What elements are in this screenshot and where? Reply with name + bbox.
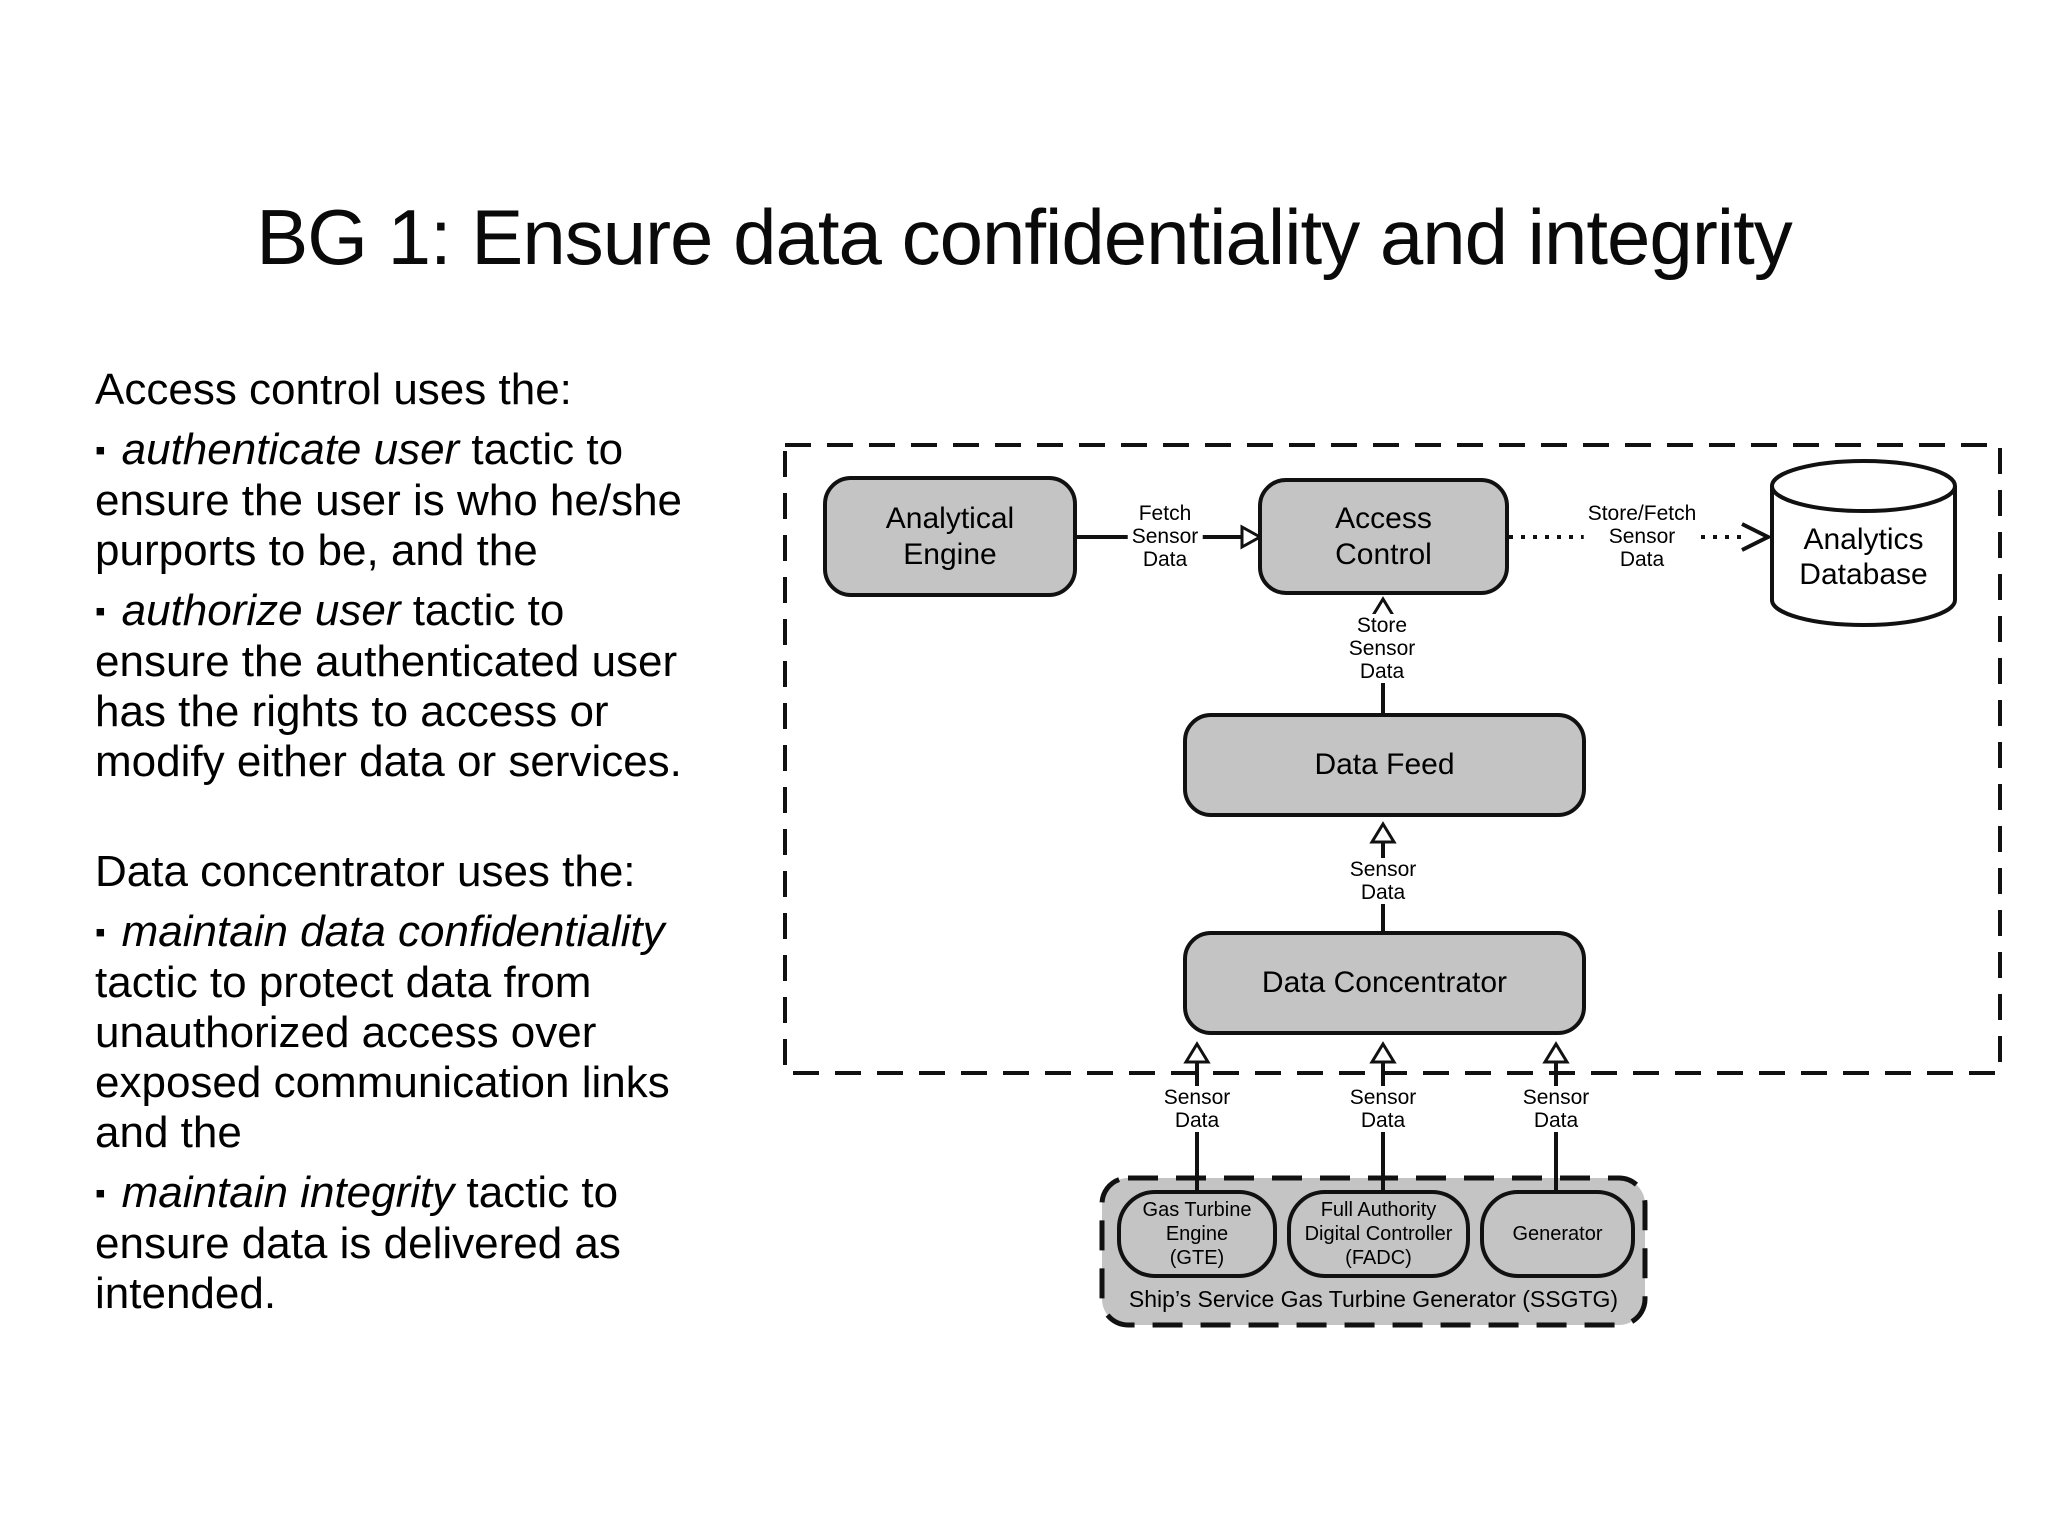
body-text-run: exposed communication links <box>95 1058 670 1107</box>
node-data-concentrator: Data Concentrator <box>1183 931 1586 1035</box>
body-text-line: has the rights to access or <box>95 687 795 737</box>
body-text-run: intended. <box>95 1269 277 1318</box>
edge-sensor-center-arrowhead <box>1369 1041 1397 1064</box>
body-text-line: Data concentrator uses the: <box>95 847 795 897</box>
body-text-run: unauthorized access over <box>95 1008 597 1057</box>
ssgtg-caption: Ship’s Service Gas Turbine Generator (SS… <box>1128 1286 1619 1312</box>
body-text-line: intended. <box>95 1269 795 1319</box>
bullet-square-icon: ▪ <box>95 1177 106 1210</box>
body-text-line: exposed communication links <box>95 1058 795 1108</box>
edge-label-sensor-data-center: Sensor Data <box>1345 1086 1421 1132</box>
body-text-block: Access control uses the: ▪ authenticate us… <box>95 365 795 1319</box>
edge-fetch-arrowhead <box>1240 524 1264 550</box>
bullet-square-icon: ▪ <box>95 595 106 628</box>
body-paragraph: Data concentrator uses the: <box>95 847 795 897</box>
body-text-run: Data concentrator uses the: <box>95 847 636 896</box>
edge-sensor-right-arrowhead <box>1542 1041 1570 1064</box>
body-text-line: modify either data or services. <box>95 737 795 787</box>
body-text-run: tactic to <box>454 1168 619 1217</box>
body-text-run: has the rights to access or <box>95 687 609 736</box>
body-text-line: ▪ maintain data confidentiality <box>95 907 795 958</box>
body-text-line: unauthorized access over <box>95 1008 795 1058</box>
body-text-run: Access control uses the: <box>95 365 572 414</box>
edge-label-sensor-data-right: Sensor Data <box>1518 1086 1594 1132</box>
tactic-name-italic: maintain data confidentiality <box>121 907 665 956</box>
edge-label-fetch-sensor-data: Fetch Sensor Data <box>1127 502 1203 571</box>
body-text-line: ensure the user is who he/she <box>95 476 795 526</box>
node-fadc: Full Authority Digital Controller (FADC) <box>1287 1190 1470 1278</box>
node-analytical-engine: Analytical Engine <box>823 476 1077 597</box>
node-gas-turbine-engine: Gas Turbine Engine (GTE) <box>1117 1190 1277 1278</box>
edge-label-store-sensor-data: Store Sensor Data <box>1344 614 1420 683</box>
database-cylinder-icon <box>1770 459 1957 627</box>
tactic-name-italic: maintain integrity <box>121 1168 455 1217</box>
edge-label-sensor-data-left: Sensor Data <box>1159 1086 1235 1132</box>
edge-sensor-left-arrowhead <box>1183 1041 1211 1064</box>
body-text-line: and the <box>95 1108 795 1158</box>
bullet-square-icon: ▪ <box>95 916 106 949</box>
edge-store-fetch-arrowhead <box>1741 522 1773 552</box>
node-analytics-database-label: Analytics Database <box>1799 523 1928 591</box>
body-text-line: purports to be, and the <box>95 526 795 576</box>
body-text-run: tactic to <box>459 425 624 474</box>
body-text-run: ensure the user is who he/she <box>95 476 683 525</box>
body-text-run: tactic to protect data from <box>95 958 592 1007</box>
body-text-line: tactic to protect data from <box>95 958 795 1008</box>
body-text-line: ensure the authenticated user <box>95 637 795 687</box>
body-text-line: ▪ authorize user tactic to <box>95 586 795 637</box>
node-generator: Generator <box>1480 1190 1635 1278</box>
tactic-name-italic: authorize user <box>121 586 401 635</box>
edge-label-sensor-data-mid: Sensor Data <box>1345 858 1421 904</box>
body-text-run: ensure data is delivered as <box>95 1219 621 1268</box>
bullet-square-icon: ▪ <box>95 434 106 467</box>
body-text-line: ensure data is delivered as <box>95 1219 795 1269</box>
edge-label-store-fetch-sensor-data: Store/Fetch Sensor Data <box>1583 502 1701 571</box>
slide-title: BG 1: Ensure data confidentiality and in… <box>256 193 1793 281</box>
body-text-run: purports to be, and the <box>95 526 538 575</box>
body-text-run: ensure the authenticated user <box>95 637 678 686</box>
body-text-run: and the <box>95 1108 242 1157</box>
body-paragraph: Access control uses the: <box>95 365 795 415</box>
body-text-run: modify either data or services. <box>95 737 682 786</box>
node-data-feed: Data Feed <box>1183 713 1586 817</box>
node-access-control: Access Control <box>1258 478 1509 595</box>
tactic-name-italic: authenticate user <box>121 425 460 474</box>
body-text-line: Access control uses the: <box>95 365 795 415</box>
system-boundary-dashed-rect <box>783 443 2002 1075</box>
body-text-line: ▪ authenticate user tactic to <box>95 425 795 476</box>
edge-sensor-mid-arrowhead <box>1369 821 1397 844</box>
body-text-run: tactic to <box>400 586 565 635</box>
body-text-line: ▪ maintain integrity tactic to <box>95 1168 795 1219</box>
